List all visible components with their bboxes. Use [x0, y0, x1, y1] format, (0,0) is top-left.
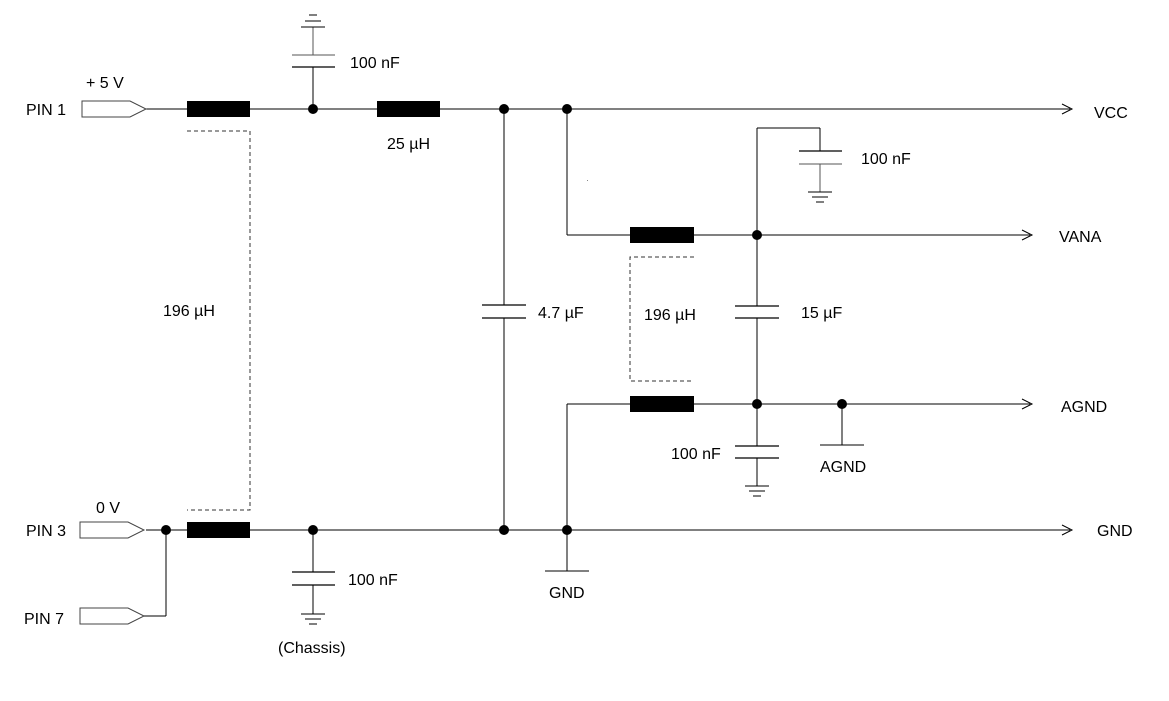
label-c-top: 100 nF	[350, 55, 400, 72]
pin7-connector	[79, 530, 167, 625]
vana-branch	[566, 109, 1034, 241]
capacitor-gnd-100nf	[292, 530, 335, 625]
label-out-vcc: VCC	[1094, 105, 1128, 122]
node-gnd-cap	[308, 525, 318, 535]
pin3-connector	[79, 521, 146, 539]
gnd-symbol	[545, 530, 589, 572]
inductor-pin1	[187, 101, 250, 117]
label-agnd-symbol: AGND	[820, 459, 866, 476]
stray-dot	[587, 180, 588, 181]
capacitor-vana-100nf	[756, 127, 842, 235]
inductor-vana	[630, 227, 694, 243]
inductor-pin3	[187, 522, 250, 538]
agnd-branch	[566, 398, 1034, 530]
label-pin7: PIN 7	[24, 611, 64, 628]
label-pin1: PIN 1	[26, 102, 66, 119]
gnd-rail	[146, 524, 1074, 536]
pin1-connector	[81, 100, 148, 118]
coupling-dashed-right	[629, 256, 694, 382]
label-l-196-right: 196 µH	[644, 307, 696, 324]
label-out-vana: VANA	[1059, 229, 1102, 246]
label-c-vana: 100 nF	[861, 151, 911, 168]
label-out-agnd: AGND	[1061, 399, 1107, 416]
capacitor-top-100nf	[292, 14, 335, 109]
label-out-gnd: GND	[1097, 523, 1133, 540]
label-l-25uh: 25 µH	[387, 136, 430, 153]
capacitor-agnd-100nf	[735, 404, 779, 497]
coupling-dashed-left	[187, 130, 251, 511]
label-gnd-symbol: GND	[549, 585, 585, 602]
label-0v: 0 V	[96, 500, 120, 517]
inductor-agnd	[630, 396, 694, 412]
capacitor-4-7uf	[482, 109, 526, 530]
capacitor-15uf	[735, 235, 779, 404]
label-l-196-left: 196 µH	[163, 303, 215, 320]
label-c-gnd: 100 nF	[348, 572, 398, 589]
label-c-4-7uf: 4.7 µF	[538, 305, 584, 322]
label-plus5v: + 5 V	[86, 75, 124, 92]
label-chassis: (Chassis)	[278, 640, 346, 657]
node-top-cap	[308, 104, 318, 114]
node-gnd-bulk	[499, 525, 509, 535]
label-pin3: PIN 3	[26, 523, 66, 540]
vcc-rail	[146, 103, 1074, 115]
inductor-25uh	[377, 101, 440, 117]
agnd-symbol	[820, 404, 864, 446]
label-c-15uf: 15 µF	[801, 305, 842, 322]
label-c-agnd: 100 nF	[671, 446, 721, 463]
